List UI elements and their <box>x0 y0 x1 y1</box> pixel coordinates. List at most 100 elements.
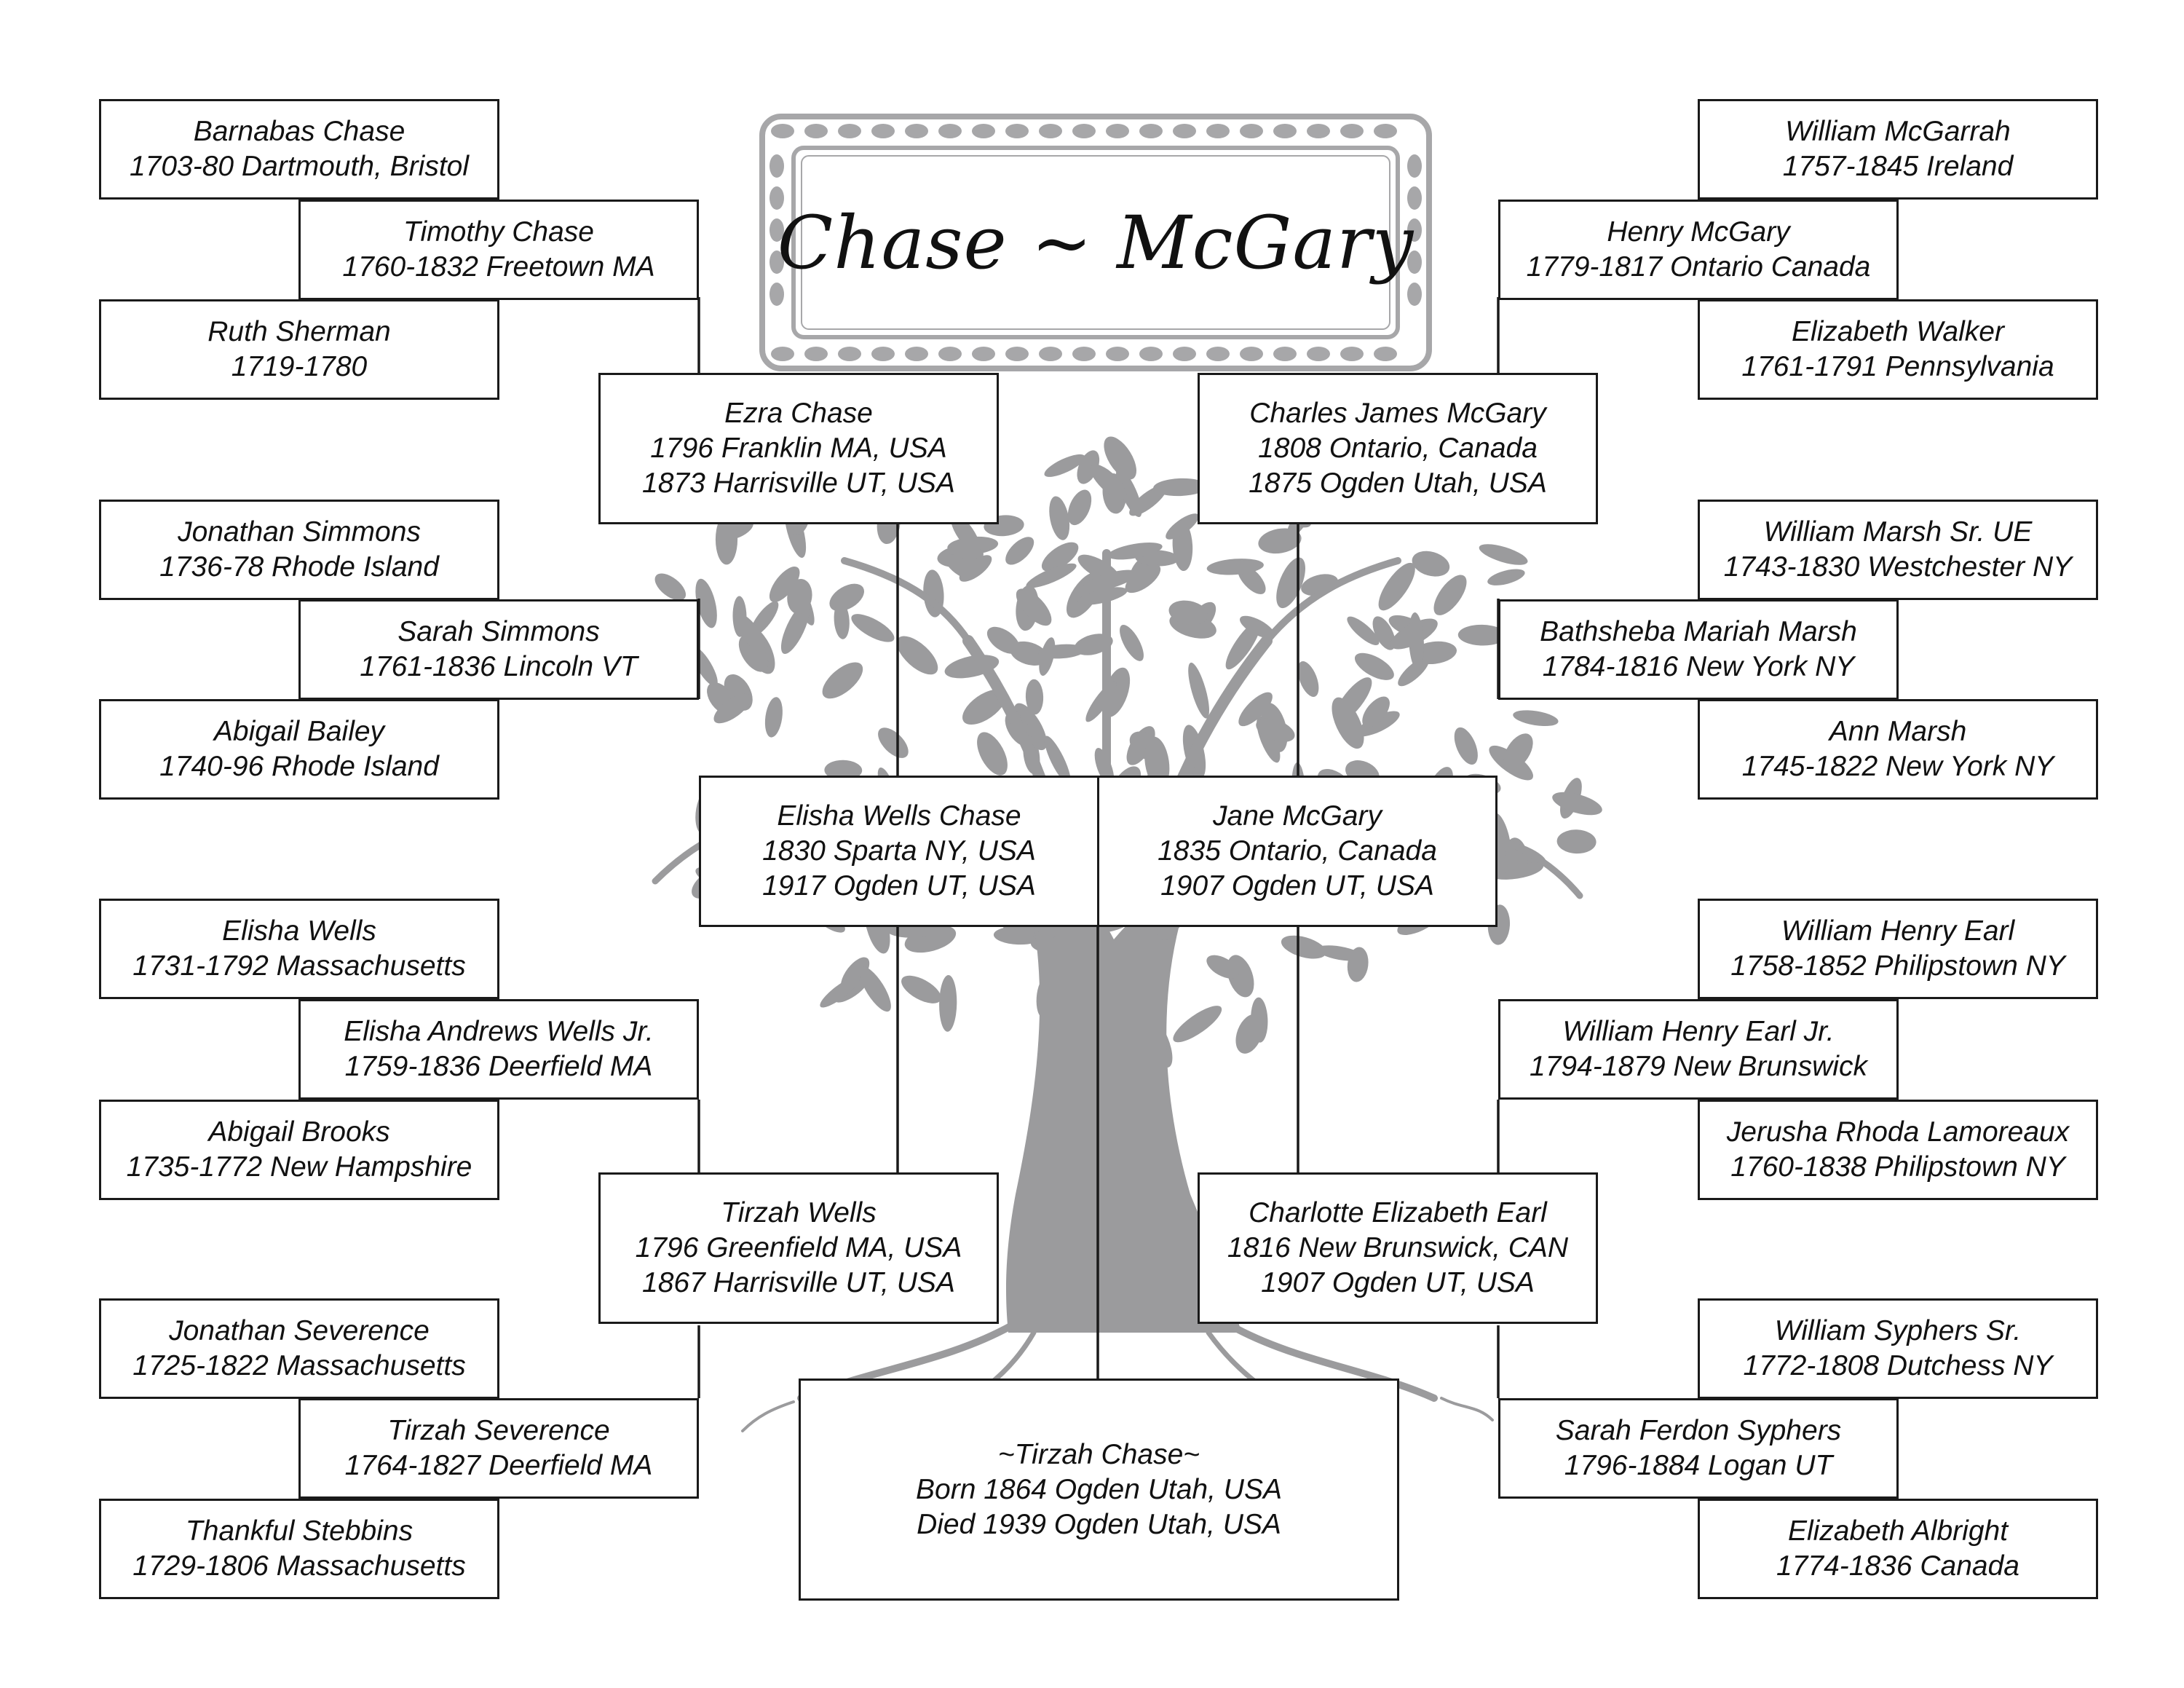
leaf <box>834 602 850 639</box>
leaf <box>1412 551 1450 577</box>
person-dates: 1873 Harrisville UT, USA <box>642 468 955 499</box>
tree-branch <box>1263 557 1401 644</box>
person-name: Jonathan Simmons <box>178 516 421 548</box>
person-dates: 1867 Harrisville UT, USA <box>642 1267 955 1298</box>
leaf <box>878 727 909 758</box>
person-dates: 1759-1836 Deerfield MA <box>344 1051 653 1082</box>
frame-ornament <box>769 218 784 242</box>
leaf <box>1258 528 1302 554</box>
frame-ornament <box>1039 124 1062 138</box>
frame-ornament <box>769 283 784 306</box>
leaf <box>962 689 1006 725</box>
frame-ornament <box>1407 218 1422 242</box>
person-name: William Henry Earl <box>1781 915 2015 947</box>
person-dates: 1796 Franklin MA, USA <box>650 433 947 464</box>
person-name: William McGarrah <box>1785 116 2011 147</box>
leaf <box>734 613 765 652</box>
leaf <box>1104 436 1137 480</box>
frame-ornament <box>871 124 895 138</box>
tree-trunk <box>1006 859 1241 1333</box>
leaf <box>1120 624 1144 661</box>
frame-ornament <box>1407 154 1422 178</box>
tree-root <box>741 1400 795 1432</box>
person-dates: 1740-96 Rhode Island <box>159 751 439 782</box>
leaf <box>1016 588 1052 626</box>
person-name: ~Tirzah Chase~ <box>997 1438 1200 1470</box>
leaf <box>1433 575 1467 615</box>
frame-ornament <box>1407 251 1422 274</box>
frame-ornament <box>1005 124 1029 138</box>
person-name: Barnabas Chase <box>193 116 405 147</box>
leaf <box>1503 733 1533 770</box>
frame-ornament <box>1307 347 1330 361</box>
frame-ornament <box>1206 124 1230 138</box>
leaf <box>901 975 941 1003</box>
person-dates: 1758-1852 Philipstown NY <box>1730 950 2065 982</box>
leaf <box>959 555 992 582</box>
person-dates: 1917 Ogden UT, USA <box>762 870 1036 902</box>
person-name: Abigail Bailey <box>213 716 385 747</box>
leaf <box>695 578 717 628</box>
frame-ornament <box>838 124 861 138</box>
leaf <box>1332 697 1364 749</box>
frame-ornament <box>1206 347 1230 361</box>
frame-ornament <box>1173 124 1196 138</box>
frame-ornament <box>769 251 784 274</box>
person-dates: 1764-1827 Deerfield MA <box>344 1450 653 1481</box>
person-dates: 1761-1791 Pennsylvania <box>1741 351 2054 382</box>
leaf <box>1005 537 1034 565</box>
person-box-gg-abigail-bailey: Abigail Bailey 1740-96 Rhode Island <box>99 699 499 800</box>
leaf <box>1552 792 1602 816</box>
leaf <box>1090 464 1127 500</box>
person-dates: 1907 Ogden UT, USA <box>1261 1267 1535 1298</box>
leaf <box>1041 542 1079 572</box>
person-name: Henry McGary <box>1607 216 1790 248</box>
leaf <box>738 635 769 672</box>
frame-ornament <box>769 154 784 178</box>
person-name: Abigail Brooks <box>208 1116 390 1148</box>
leaf <box>1026 563 1077 588</box>
leaf <box>780 602 810 654</box>
leaf <box>1454 727 1478 765</box>
frame-ornament <box>905 124 928 138</box>
leaf <box>1013 703 1047 751</box>
leaf <box>1206 559 1264 575</box>
person-name: Ann Marsh <box>1829 716 1967 747</box>
person-name: William Syphers Sr. <box>1774 1315 2022 1346</box>
person-dates: 1743-1830 Westchester NY <box>1723 551 2073 583</box>
leaf <box>1206 955 1239 979</box>
person-dates: 1907 Ogden UT, USA <box>1160 870 1434 902</box>
leaf <box>1049 496 1070 540</box>
person-dates: 1774-1836 Canada <box>1776 1550 2019 1582</box>
person-dates: 1731-1792 Massachusetts <box>132 950 466 982</box>
leaf <box>1281 935 1326 959</box>
leaf <box>1044 735 1071 784</box>
leaf <box>1347 616 1380 645</box>
person-name: William Marsh Sr. UE <box>1763 516 2033 548</box>
frame-outer-border <box>759 114 1432 371</box>
leaf <box>1556 829 1597 854</box>
chart-title: Chase ~ McGary <box>777 200 1415 285</box>
person-dates: 1725-1822 Massachusetts <box>132 1350 466 1381</box>
person-dates: 1835 Ontario, Canada <box>1158 835 1437 867</box>
person-dates: Died 1939 Ogden Utah, USA <box>917 1508 1281 1540</box>
leaf <box>1188 662 1209 719</box>
frame-ornament <box>769 186 784 210</box>
frame-ornament <box>838 347 861 361</box>
